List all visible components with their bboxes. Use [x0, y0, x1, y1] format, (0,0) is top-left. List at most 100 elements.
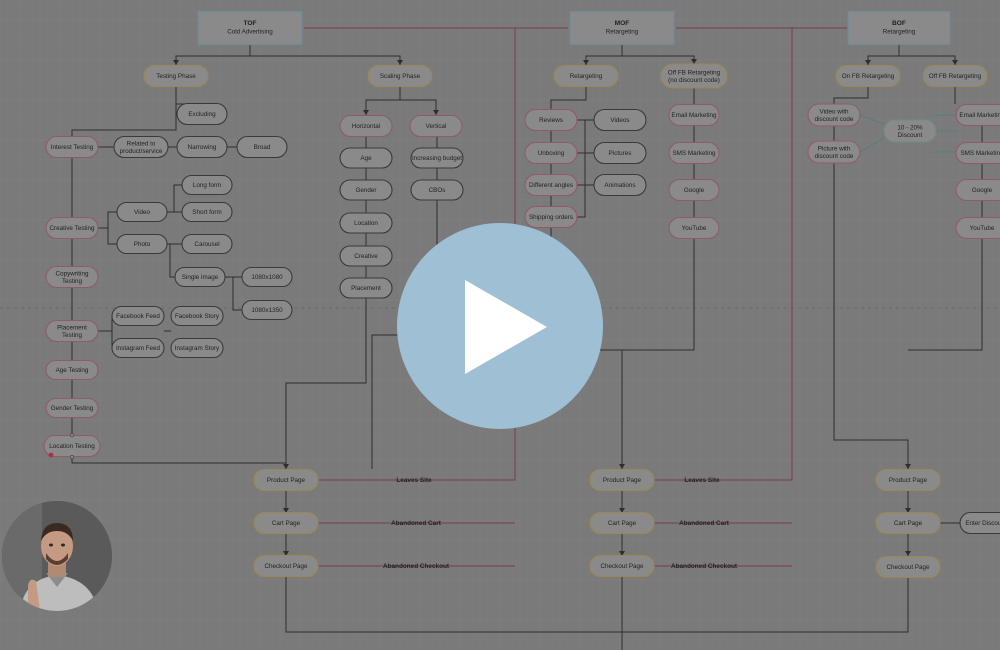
node-videos: Videos	[594, 110, 646, 131]
node-label: Horizontal	[352, 123, 380, 130]
node-creative: Creative	[340, 246, 392, 266]
node-fb_feed: Facebook Feed	[112, 307, 164, 326]
node-label: Location	[354, 220, 378, 227]
node-label: Creative	[354, 253, 378, 260]
node-reviews: Reviews	[525, 110, 577, 131]
header-title: TOF	[243, 20, 256, 27]
node-co2: Checkout Page	[590, 556, 654, 577]
node-label: Pictures	[609, 150, 632, 157]
node-label: Copywriting	[56, 270, 89, 277]
node-unboxing: Unboxing	[525, 143, 577, 164]
node-youtube_bof: YouTube	[956, 218, 1000, 239]
node-label: Google	[972, 187, 993, 194]
node-label: Cart Page	[894, 520, 923, 527]
node-label: Age Testing	[56, 367, 89, 374]
node-label: Email Marketing	[671, 112, 717, 119]
node-label: Instagram Feed	[116, 345, 161, 352]
node-email_bof: Email Marketing	[956, 105, 1000, 126]
edge-label-leaves1: Leaves Site	[396, 477, 432, 484]
node-age_testing: Age Testing	[46, 361, 98, 380]
node-label: Placement	[351, 285, 381, 292]
node-on_fb_bof-phase: On FB Retargeting	[836, 66, 900, 87]
node-vertical: Vertical	[410, 116, 462, 137]
node-label: discount code	[815, 153, 854, 160]
node-long_form: Long form	[182, 176, 232, 195]
presenter-webcam-avatar	[2, 501, 112, 611]
node-discount: 10 - 20%Discount	[884, 120, 936, 142]
node-label: Product Page	[603, 477, 642, 484]
node-label: Instagram Story	[175, 345, 220, 352]
header-subtitle: Retargeting	[606, 29, 639, 36]
node-testing_phase-phase: Testing Phase	[144, 66, 208, 87]
edge-label-cart_ab2: Abandoned Cart	[679, 520, 730, 527]
node-label: SMS Marketing	[672, 150, 716, 157]
node-label: Cart Page	[608, 520, 637, 527]
node-scaling_phase-phase: Scaling Phase	[368, 66, 432, 87]
node-off_fb_bof-phase: Off FB Retargeting	[923, 66, 987, 87]
node-label: Narrowing	[188, 144, 217, 151]
node-age: Age	[340, 148, 392, 168]
node-label: Product Page	[889, 477, 928, 484]
node-label: Testing Phase	[156, 73, 196, 80]
node-youtube_mof: YouTube	[669, 218, 719, 239]
edge-label-leaves2: Leaves Site	[684, 477, 720, 484]
play-button[interactable]	[397, 223, 603, 429]
edge-label-cart_ab1: Abandoned Cart	[391, 520, 442, 527]
node-label: Google	[684, 187, 705, 194]
selection-handle[interactable]	[70, 455, 74, 459]
node-label: Off FB Retargeting	[929, 73, 982, 80]
node-carousel: Carousel	[182, 235, 232, 254]
selection-handle[interactable]	[70, 433, 74, 437]
node-label: Increasing budget	[412, 155, 462, 162]
node-label: Placement	[57, 324, 87, 331]
node-animations: Animations	[594, 175, 646, 196]
node-increasing_budget: Increasing budget	[411, 148, 463, 168]
node-label: Cart Page	[272, 520, 301, 527]
node-label: Enter Discount	[965, 520, 1000, 527]
node-label: SMS Marketing	[960, 150, 1000, 157]
node-off_fb_mof-phase: Off FB Retargeting(no discount code)	[661, 64, 727, 88]
node-email_mof: Email Marketing	[669, 105, 719, 126]
node-retargeting-phase: Retargeting	[554, 66, 618, 87]
selection-handle[interactable]	[49, 453, 54, 458]
node-label: Videos	[610, 117, 629, 124]
node-label: Discount	[898, 132, 923, 139]
node-label: discount code	[815, 116, 854, 123]
edge-label-co_ab2: Abandoned Checkout	[671, 563, 738, 570]
node-video: Video	[117, 203, 167, 222]
node-label: Checkout Page	[264, 563, 308, 570]
node-label: 10 - 20%	[897, 124, 923, 131]
node-google_mof: Google	[669, 180, 719, 201]
node-label: Animations	[604, 182, 635, 189]
node-label: Unboxing	[538, 150, 565, 157]
node-sms_mof: SMS Marketing	[669, 143, 719, 164]
node-different_angles: Different angles	[525, 175, 577, 196]
node-horizontal: Horizontal	[340, 116, 392, 137]
node-label: 1080x1080	[251, 274, 283, 281]
node-label: Checkout Page	[600, 563, 644, 570]
node-interest_testing: Interest Testing	[46, 137, 98, 158]
node-label: YouTube	[682, 225, 707, 232]
node-cart3: Cart Page	[876, 513, 940, 534]
node-label: CBOs	[429, 187, 446, 194]
node-label: Email Marketing	[959, 112, 1000, 119]
node-label: YouTube	[970, 225, 995, 232]
node-single_image: Single image	[175, 268, 225, 287]
header-title: BOF	[892, 20, 906, 27]
node-excluding: Excluding	[177, 104, 227, 125]
node-label: Reviews	[539, 117, 563, 124]
edge-label-co_ab1: Abandoned Checkout	[383, 563, 450, 570]
node-pp3: Product Page	[876, 470, 940, 491]
node-label: Vertical	[426, 123, 447, 130]
node-label: Broad	[254, 144, 271, 151]
node-google_bof: Google	[956, 180, 1000, 201]
node-label: Shipping orders	[529, 214, 573, 221]
node-label: Checkout Page	[886, 564, 930, 571]
node-video_discount: Video withdiscount code	[808, 104, 860, 126]
presenter-image	[2, 501, 112, 611]
node-photo: Photo	[117, 235, 167, 254]
